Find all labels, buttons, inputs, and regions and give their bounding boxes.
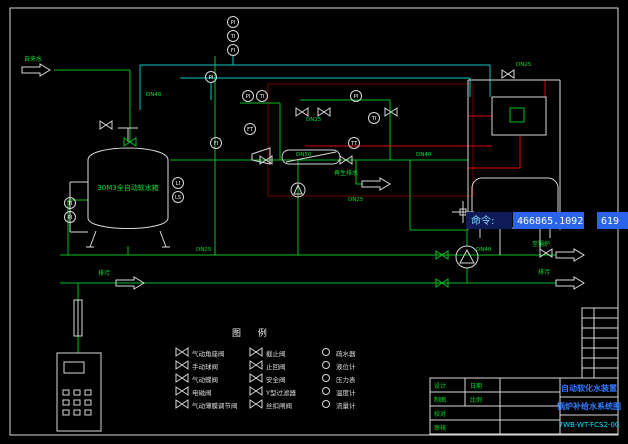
command-overlay: 命令: 466865.1092 619 [466,212,628,229]
command-prompt-label: 命令: [471,214,494,227]
instrument-tag: FI [231,48,235,54]
legend-item: 安全阀 [249,373,286,384]
instrument-tag: PI [231,20,236,26]
pipe-tag: DN40 [476,247,492,253]
legend-item-label: 压力表 [336,375,356,384]
legend-item: 电磁阀 [175,386,212,397]
coord-y-value: 619 [601,216,619,227]
legend-item: 温度计 [322,387,356,397]
legend-item: 疏水器 [322,348,356,358]
legend-item: 压力表 [322,374,356,384]
instrument-tag: PI [246,94,251,100]
titleblock-cell: 设计 [434,382,446,390]
instrument-tag: TI [67,201,73,207]
legend-item-label: 疏水器 [336,349,356,358]
legend-item-label: Y型过滤器 [265,388,296,397]
instrument-tag: TI [371,116,377,122]
legend-item-label: 温度计 [336,388,356,397]
instrument-tag: TI [230,34,236,40]
pipe-tag: DN25 [306,117,322,123]
instrument-tag: FT [247,127,254,133]
legend-item-label: 气动角座阀 [192,349,225,358]
instrument-tag: LI [176,181,180,187]
legend-item: 截止阀 [249,347,286,358]
legend-item-label: 止回阀 [266,362,286,371]
title-block: 设计 制图 校对 审核 日期 比例 自动软化水装置 锅炉补给水系统图 7WB-W… [429,377,621,435]
pipe-tag: DN25 [196,247,212,253]
instrument-tag: TI [259,94,265,100]
legend-item: 气动蝶阀 [175,373,218,384]
legend-item: 液位计 [322,361,356,371]
coord-x-value: 466865.1092 [517,216,583,227]
tank-label: 30M3全自动软水箱 [97,183,158,192]
instrument-bubbles: PI TI FI PI PI TI FT FI PI TT TI LI LS T… [64,16,380,223]
legend-item-label: 气动蝶阀 [192,375,218,384]
legend-item: 手动球阀 [175,360,218,371]
legend-item: Y型过滤器 [249,386,296,397]
structure-white [69,79,561,336]
legend-item-label: 丝扣闸阀 [266,401,292,410]
pump-small [290,182,306,198]
titleblock-drawing-number: 7WB-WT-FCS2-00 [559,421,620,429]
legend-item: 止回阀 [249,360,286,371]
titleblock-cell: 比例 [470,396,482,404]
reducer [251,147,271,165]
instrument-tag: PI [68,215,73,221]
control-unit-box [491,96,547,136]
legend-item: 流量计 [322,400,356,410]
soft-water-tank: 30M3全自动软水箱 [87,147,169,229]
legend-item-label: 液位计 [336,362,356,371]
legend: 图 例 气动角座阀 手动球阀 气动蝶阀 电磁阀 气动薄膜调节阀 截止阀 止回阀 … [175,327,356,410]
legend-item: 丝扣闸阀 [249,399,292,410]
legend-item-label: 流量计 [336,401,356,410]
coord-y-field[interactable] [597,212,628,229]
legend-title: 图 例 [232,327,274,339]
instrument-tag: PI [354,94,359,100]
flow-label: 自来水 [24,55,42,63]
titleblock-cell: 日期 [470,382,482,390]
command-prompt-box [466,212,512,229]
titleblock-cell: 审核 [434,424,446,432]
piping-red [305,80,546,169]
process-zone-outline [267,83,474,197]
flow-label: 再生排水 [334,169,358,177]
instrument-tag: LS [175,195,181,201]
titleblock-cell: 校对 [434,410,446,418]
flow-label: 排污 [538,268,550,276]
titleblock-cell: 制图 [434,396,446,404]
legend-item-label: 安全阀 [266,375,286,384]
instrument-tag: FI [214,141,218,147]
titleblock-drawing-title: 锅炉补给水系统图 [556,401,621,411]
pipe-tag: DN25 [516,62,532,68]
piping-green [54,56,556,353]
control-unit-inner [509,107,525,123]
instrument-tag: TT [350,141,358,147]
pipe-tag: DN40 [416,152,432,158]
instrument-tag: PI [209,75,214,81]
pipe-tag: DN25 [348,197,364,203]
flow-label: 至锅炉 [532,240,550,248]
legend-item-label: 手动球阀 [192,362,218,371]
control-cabinet [56,352,102,432]
pump-main [455,245,479,269]
pipe-tag: DN40 [146,92,162,98]
legend-item: 气动角座阀 [175,347,225,358]
flow-meter-column [73,299,83,337]
coord-x-field[interactable] [513,212,584,229]
signal-cyan [139,55,491,110]
flow-label: 排污 [98,269,110,277]
legend-item-label: 电磁阀 [192,388,212,397]
legend-item: 气动薄膜调节阀 [175,399,238,410]
titleblock-project: 自动软化水装置 [561,383,617,393]
pipe-tag: DN50 [296,152,312,158]
legend-item-label: 气动薄膜调节阀 [192,401,238,410]
legend-item-label: 截止阀 [266,349,286,358]
